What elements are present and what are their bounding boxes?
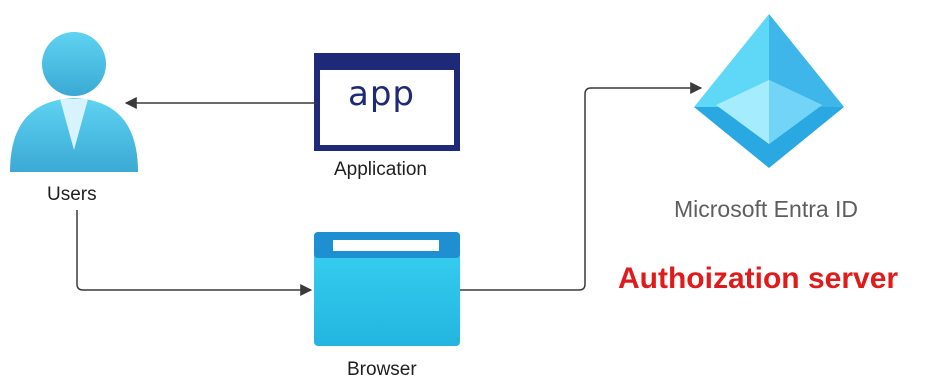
edge-browser-to-entra <box>460 82 703 291</box>
browser-icon <box>314 232 460 346</box>
node-label-authorization-server: Authoization server <box>618 262 899 295</box>
app-window-icon <box>314 53 460 151</box>
app-icon-text: app <box>348 74 415 114</box>
node-label-users: Users <box>47 184 97 205</box>
node-label-application: Application <box>334 159 427 180</box>
entra-id-icon <box>694 14 844 168</box>
node-label-entra-id: Microsoft Entra ID <box>674 196 859 222</box>
edge-users-to-browser <box>76 210 313 296</box>
node-label-browser: Browser <box>347 359 417 380</box>
user-icon <box>10 32 138 172</box>
